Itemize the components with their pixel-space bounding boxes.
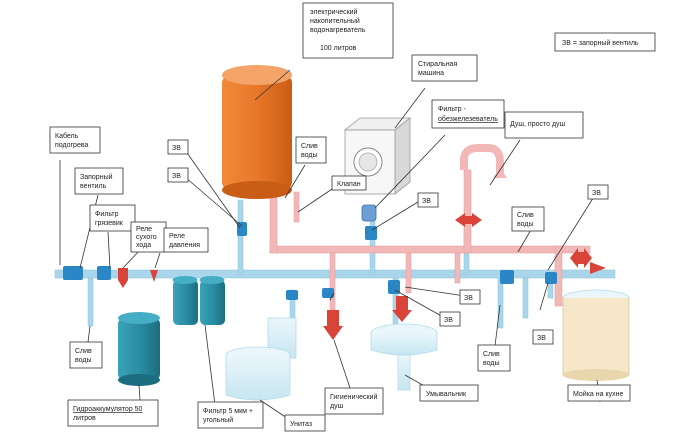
cable-line-2: подогрева	[55, 142, 88, 149]
filter-line-2: обезжелезеватель	[438, 115, 498, 123]
washer-callout: Стиральная машина	[411, 54, 478, 82]
dry-relay-line-1: Реле	[136, 226, 152, 233]
hot-pipes	[269, 169, 591, 314]
legend-callout: ЗВ = запорный вентиль	[554, 32, 656, 52]
zv-label-3: ЗВ	[422, 198, 431, 205]
washer-line-2: машина	[418, 70, 444, 77]
washer-line-1: Стиральная	[418, 61, 457, 68]
drain-bottom-line-2: воды	[483, 360, 500, 367]
toilet-callout: Унитаз	[284, 414, 326, 432]
iron-filter	[361, 204, 377, 222]
toilet	[225, 317, 297, 401]
main-valve-callout: Запорный вентиль	[74, 167, 124, 195]
drain-heater-line-2: воды	[301, 152, 318, 159]
drain-heater-line-1: Слив	[301, 143, 318, 150]
drain-right-line-2: воды	[517, 221, 534, 228]
drain-bottom-callout: Слив воды	[477, 344, 511, 372]
mud-filter-line-1: Фильтр	[95, 211, 119, 218]
toilet-label: Унитаз	[290, 421, 312, 428]
zv-label-7: ЗВ	[537, 335, 546, 342]
kitchen-label: Мойка на кухне	[573, 390, 623, 398]
heater-line-5: 100 литров	[320, 45, 357, 52]
legend-text: ЗВ = запорный вентиль	[562, 39, 639, 47]
filter5-line-2: угольный	[203, 416, 233, 424]
main-valve-line-2: вентиль	[80, 183, 107, 190]
zv-label-5: ЗВ	[464, 295, 473, 302]
dry-relay-line-2: сухого	[136, 234, 157, 241]
cable-line-1: Кабель	[55, 132, 79, 140]
pressure-relay-line-2: давления	[169, 242, 200, 249]
drain-bottom-line-1: Слив	[483, 351, 500, 358]
filter5-callout: Фильтр 5 мкм + угольный	[197, 401, 264, 429]
accumulator-line-1: Гидроаккумулятор 50	[73, 406, 143, 413]
zv-label-2: ЗВ	[172, 173, 181, 180]
zv-label-6: ЗВ	[444, 317, 453, 324]
leader-lines	[59, 69, 601, 421]
hyg-shower-line-2: душ	[330, 403, 344, 410]
zv-label-4: ЗВ	[592, 190, 601, 197]
drain-right-line-1: Слив	[517, 212, 534, 219]
drain-left-line-1: Слив	[75, 348, 92, 355]
water-heater	[222, 65, 292, 199]
shower-callout: Душ, просто душ	[504, 111, 584, 139]
heater-line-2: накопительный	[310, 17, 360, 25]
drain-right-callout: Слив воды	[511, 206, 545, 232]
heater-line-3: водонагреватель	[310, 27, 366, 34]
heater-line-1: электрический	[310, 8, 358, 16]
kitchen-callout: Мойка на кухне	[567, 384, 631, 402]
zv-callouts: ЗВ ЗВ ЗВ ЗВ ЗВ ЗВ ЗВ	[167, 139, 609, 345]
heater-callout: электрический накопительный водонагреват…	[302, 2, 394, 59]
filter-callout: Фильтр - обезжелезеватель	[431, 99, 505, 129]
sink-label: Умывальник	[426, 391, 467, 398]
hyg-shower-line-1: Гигиенический	[330, 393, 377, 401]
dry-relay-callout: Реле сухого хода	[130, 221, 167, 253]
hyg-shower-callout: Гигиенический душ	[324, 387, 384, 415]
valve-callout: Клапан	[331, 175, 367, 191]
filter5-line-1: Фильтр 5 мкм +	[203, 408, 253, 415]
drain-left-line-2: воды	[75, 357, 92, 364]
kitchen-sink	[562, 289, 630, 381]
pressure-relay-callout: Реле давления	[163, 227, 209, 253]
valve-label: Клапан	[337, 181, 361, 188]
filter-line-1: Фильтр -	[438, 106, 466, 113]
mud-filter-callout: Фильтр грязевик	[89, 204, 136, 232]
zv-label-1: ЗВ	[172, 145, 181, 152]
sink-callout: Умывальник	[419, 384, 479, 402]
mud-filter-line-2: грязевик	[95, 220, 124, 227]
accumulator-callout: Гидроаккумулятор 50 литров	[67, 399, 159, 427]
pressure-relay-line-1: Реле	[169, 233, 185, 240]
washbasin	[370, 323, 438, 391]
shower-line-1: Душ, просто душ	[510, 121, 566, 128]
accumulator-line-2: литров	[73, 415, 96, 422]
drain-left-callout: Слив воды	[69, 341, 103, 369]
accumulator-tank	[118, 312, 160, 386]
dry-relay-line-3: хода	[136, 242, 151, 249]
red-fittings	[118, 213, 606, 340]
cold-valves	[63, 222, 557, 300]
main-valve-line-1: Запорный	[80, 173, 113, 181]
filter-cartridges	[172, 276, 225, 325]
cable-callout: Кабель подогрева	[49, 126, 101, 154]
drain-heater-callout: Слив воды	[295, 136, 327, 164]
